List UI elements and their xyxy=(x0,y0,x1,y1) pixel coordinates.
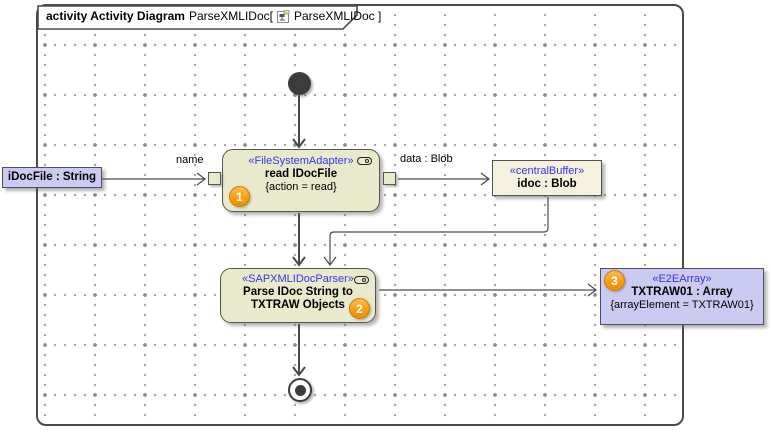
diagram-icon xyxy=(276,9,290,23)
stereotype-label: «centralBuffer» xyxy=(509,165,585,177)
action-name-line2: TXTRAW Objects xyxy=(251,299,345,311)
stereotype-label: «SAPXMLIDocParser» xyxy=(242,273,354,285)
action-parse-idoc[interactable]: «SAPXMLIDocParser» Parse IDoc String to … xyxy=(220,268,376,323)
action-constraint: {action = read} xyxy=(265,181,337,193)
object-name: TXTRAW01 : Array xyxy=(631,286,733,298)
step-badge: 3 xyxy=(604,270,625,291)
stereotype-label: «FileSystemAdapter» xyxy=(248,155,354,167)
initial-node[interactable] xyxy=(288,72,311,95)
pin-label-data-blob[interactable]: data : Blob xyxy=(400,153,453,165)
edge-read-to-parser[interactable] xyxy=(292,213,306,267)
frame-title-ref: ParseXMLIDoc ] xyxy=(293,9,382,23)
edge-parser-to-e2earray[interactable] xyxy=(379,283,597,297)
toggle-icon xyxy=(357,157,372,165)
input-pin-name[interactable] xyxy=(208,172,221,185)
object-constraint: {arrayElement = TXTRAW01} xyxy=(610,299,754,311)
frame-title-keyword: activity Activity Diagram xyxy=(46,9,185,23)
buffer-name: idoc : Blob xyxy=(517,178,577,190)
activity-final-node[interactable] xyxy=(288,378,312,402)
edge-data-pin-to-buffer[interactable] xyxy=(398,172,490,186)
object-node-idocfile[interactable]: iDocFile : String xyxy=(2,167,102,188)
frame-title[interactable]: activity Activity Diagram ParseXMLIDoc[ … xyxy=(46,9,381,23)
action-name: read IDocFile xyxy=(264,168,338,180)
output-pin-data[interactable] xyxy=(383,172,396,185)
edge-buffer-to-parser[interactable] xyxy=(323,197,549,266)
final-node-dot xyxy=(294,384,306,396)
toggle-knob-icon xyxy=(365,159,369,163)
step-badge: 1 xyxy=(229,186,250,207)
toggle-icon xyxy=(354,276,369,284)
edge-initial-to-read[interactable] xyxy=(292,95,306,149)
edge-idocfile-to-name-pin[interactable] xyxy=(102,172,206,186)
edge-parser-to-final[interactable] xyxy=(292,324,306,377)
central-buffer-idoc[interactable]: «centralBuffer» idoc : Blob xyxy=(492,160,602,196)
toggle-knob-icon xyxy=(362,278,366,282)
object-node-txtraw01[interactable]: «E2EArray» TXTRAW01 : Array {arrayElemen… xyxy=(600,268,764,325)
step-badge: 2 xyxy=(349,298,370,319)
pin-label-name[interactable]: name xyxy=(176,154,204,166)
frame-title-name: ParseXMLIDoc[ xyxy=(188,9,273,23)
stereotype-label: «E2EArray» xyxy=(652,273,712,285)
action-name-line1: Parse IDoc String to xyxy=(243,286,353,298)
action-read-idocfile[interactable]: «FileSystemAdapter» read IDocFile {actio… xyxy=(222,149,380,212)
diagram-frame[interactable] xyxy=(36,4,684,426)
